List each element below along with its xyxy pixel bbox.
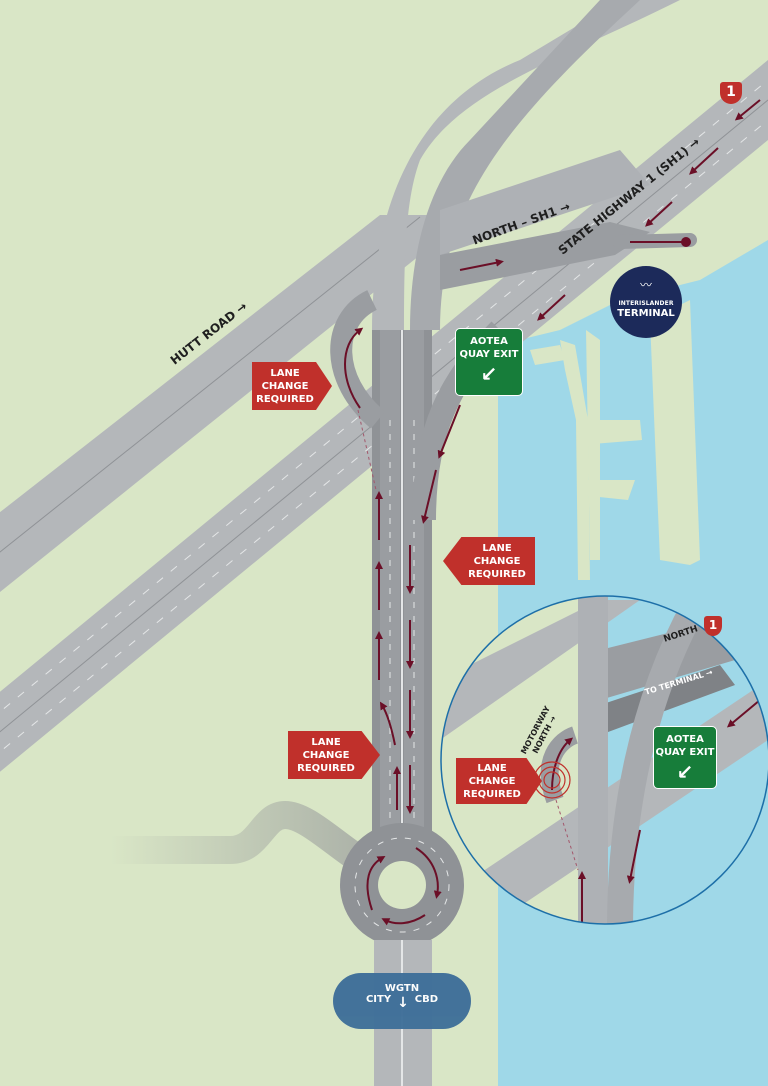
sh1-shield-icon: 1	[720, 82, 742, 104]
aotea-line2: QUAY EXIT	[459, 349, 519, 360]
exit-arrow-icon: ↙	[480, 362, 498, 386]
terminal-name: INTERISLANDER	[618, 300, 674, 307]
city-label: CITY	[365, 994, 392, 1005]
terminal-label: TERMINAL	[617, 308, 675, 319]
wgtn-label: WGTN	[384, 983, 420, 994]
aotea-line1: AOTEA	[470, 336, 508, 347]
inset-aotea-quay-exit-sign: AOTEA QUAY EXIT ↙	[653, 726, 717, 789]
roundabout	[340, 823, 464, 1086]
lane-change-line1: LANE	[311, 736, 341, 748]
aotea-line1: AOTEA	[666, 734, 704, 745]
north-sh1-ramp	[440, 150, 697, 290]
lane-change-sign-middle: LANE CHANGE REQUIRED	[443, 537, 535, 585]
wgtn-city-cbd-sign: WGTN CITY ↓ CBD	[333, 973, 471, 1029]
lane-change-sign-upper: LANE CHANGE REQUIRED	[252, 362, 332, 410]
lane-change-line1: LANE	[482, 542, 512, 554]
lane-change-line3: REQUIRED	[256, 393, 314, 405]
lane-change-line1: LANE	[270, 367, 300, 379]
inset-border	[440, 595, 768, 925]
inset-lane-change-sign: LANE CHANGE REQUIRED	[456, 758, 542, 804]
lane-change-line3: REQUIRED	[468, 568, 526, 580]
lane-change-line3: REQUIRED	[297, 762, 355, 774]
interislander-terminal-badge: 〰︎ INTERISLANDER TERMINAL	[610, 266, 682, 338]
aotea-quay-exit-sign: AOTEA QUAY EXIT ↙	[455, 328, 523, 396]
aotea-line2: QUAY EXIT	[655, 747, 715, 758]
side-road	[110, 800, 368, 872]
lane-change-line2: CHANGE	[468, 775, 516, 787]
interislander-logo-icon: 〰︎	[639, 278, 652, 292]
exit-arrow-icon: ↙	[676, 760, 694, 784]
down-arrow-icon: ↓	[397, 995, 409, 1011]
lane-change-line3: REQUIRED	[463, 788, 521, 800]
cbd-label: CBD	[414, 994, 439, 1005]
vertical-carriageway	[330, 99, 761, 850]
upper-ramps	[372, 0, 680, 330]
lane-change-line2: CHANGE	[261, 380, 309, 392]
lane-change-line2: CHANGE	[473, 555, 521, 567]
lane-change-line2: CHANGE	[302, 749, 350, 761]
lane-change-line1: LANE	[477, 762, 507, 774]
lane-change-sign-lower: LANE CHANGE REQUIRED	[288, 731, 380, 779]
inset-sh1-shield-icon: 1	[704, 616, 722, 636]
